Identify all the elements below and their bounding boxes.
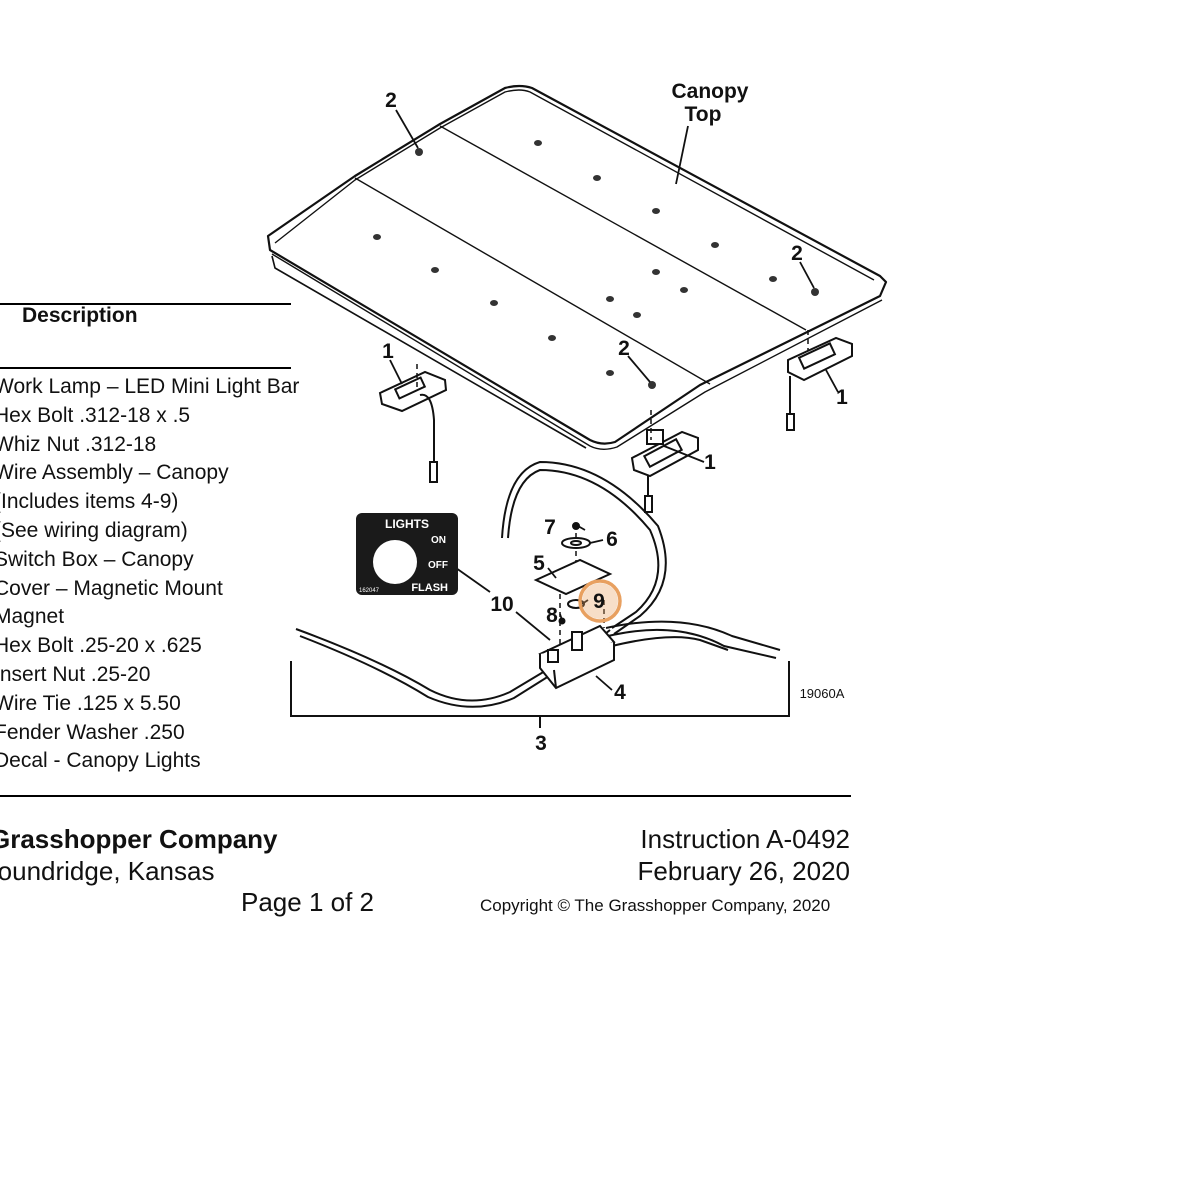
part-item: Hex Bolt .312-18 x .5 <box>0 403 191 427</box>
highlight-circle <box>578 579 622 623</box>
part-item: Hex Bolt .25-20 x .625 <box>0 634 202 658</box>
light-bar-front <box>630 429 699 513</box>
part-item: Wire Tie .125 x 5.50 <box>0 691 181 715</box>
callout-9: 9 <box>593 590 605 613</box>
company-name: Grasshopper Company <box>0 824 278 854</box>
decal-title: LIGHTS <box>385 517 429 531</box>
callout-1-front: 1 <box>704 451 716 474</box>
callout-2-top: 2 <box>385 89 397 112</box>
part-item: Wire Assembly – Canopy <box>0 461 229 485</box>
instruction-date: February 26, 2020 <box>637 856 850 886</box>
wire-assembly-bracket <box>290 661 790 728</box>
canopy-label-line2: Top <box>685 103 722 126</box>
canopy-top <box>266 84 888 450</box>
callout-1-right: 1 <box>836 386 848 409</box>
callout-10: 10 <box>490 593 513 616</box>
parts-list: Work Lamp – LED Mini Light Bar Hex Bolt … <box>0 373 299 776</box>
lights-decal: LIGHTS ON OFF FLASH 162047 <box>356 513 458 595</box>
callout-6: 6 <box>606 528 618 551</box>
highlight-fill <box>582 583 618 619</box>
callout-7: 7 <box>544 516 556 539</box>
decal-on: ON <box>431 535 446 546</box>
leader-lines <box>389 109 839 691</box>
footer-rule <box>0 795 851 797</box>
part-item: Fender Washer .250 <box>0 720 185 744</box>
part-item: Cover – Magnetic Mount <box>0 576 223 600</box>
decal-off: OFF <box>428 560 448 571</box>
part-item: (See wiring diagram) <box>0 518 188 542</box>
light-bar-right <box>786 336 853 431</box>
part-item: Work Lamp – LED Mini Light Bar <box>0 375 300 398</box>
callout-8: 8 <box>546 604 558 627</box>
page-number: Page 1 of 2 <box>241 887 374 917</box>
part-item: Magnet <box>0 605 65 629</box>
callout-2-right: 2 <box>791 242 803 265</box>
canopy-hardware-dots <box>373 140 819 389</box>
figure-id: 19060A <box>800 686 845 701</box>
table-header-rule <box>0 367 291 369</box>
wire-harness <box>295 460 781 708</box>
switch-box <box>538 624 616 690</box>
copyright-notice: Copyright © The Grasshopper Company, 202… <box>480 896 831 915</box>
description-header: Description <box>22 304 138 327</box>
light-bar-left <box>378 370 448 483</box>
callout-3: 3 <box>535 732 547 755</box>
part-item: Insert Nut .25-20 <box>0 662 151 686</box>
table-top-rule <box>0 303 291 305</box>
decal-part-number: 162047 <box>359 588 380 594</box>
callout-2-front: 2 <box>618 337 630 360</box>
decal-flash: FLASH <box>411 582 448 594</box>
part-item: Decal - Canopy Lights <box>0 749 201 773</box>
callout-1-left: 1 <box>382 340 394 363</box>
part-item: Whiz Nut .312-18 <box>0 432 157 456</box>
part-item: Switch Box – Canopy <box>0 547 194 571</box>
callout-5: 5 <box>533 552 545 575</box>
part-item: (Includes items 4-9) <box>0 490 179 514</box>
canopy-label-line1: Canopy <box>671 80 748 103</box>
instruction-number: Instruction A-0492 <box>640 824 850 854</box>
company-city: Moundridge, Kansas <box>0 856 215 886</box>
callout-4: 4 <box>614 681 626 704</box>
